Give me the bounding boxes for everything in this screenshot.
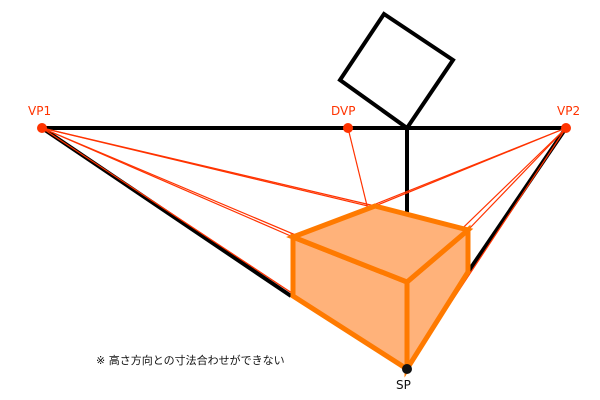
vp1-label: VP1 — [28, 104, 52, 118]
vp2-label: VP2 — [557, 104, 581, 118]
vp1-point — [37, 123, 47, 133]
dvp-label: DVP — [331, 104, 356, 118]
vp2-point — [561, 123, 571, 133]
dvp-point — [343, 123, 353, 133]
note-text: ※ 高さ方向との寸法合わせができない — [96, 354, 285, 367]
sp-label: SP — [396, 378, 411, 392]
guide-line-vp2-top-back — [374, 127, 567, 207]
box-top-face — [286, 203, 474, 285]
guide-line-vp2-top-right — [467, 127, 567, 231]
picture-plane-square — [337, 11, 456, 131]
sp-point — [402, 364, 412, 374]
plan-square — [337, 11, 456, 131]
orange-box — [286, 203, 474, 378]
